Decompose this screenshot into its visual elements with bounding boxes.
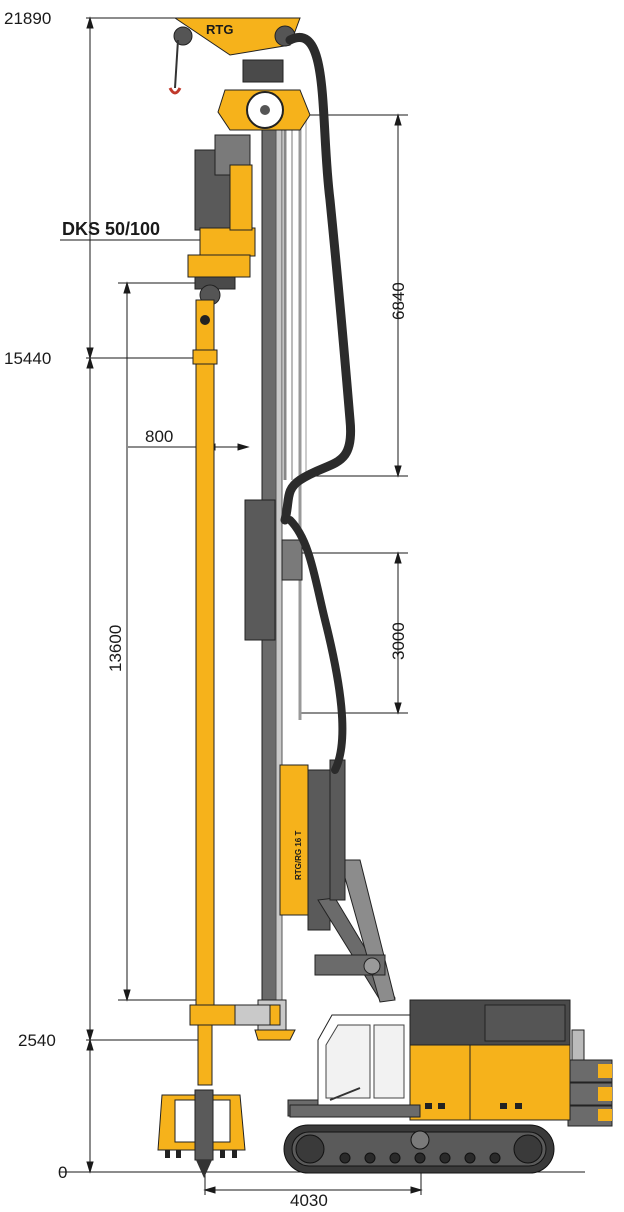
drilling-tool (157, 1089, 246, 1178)
lower-hose (286, 516, 347, 774)
height-label-upper: 15440 (4, 349, 51, 368)
rotary-drive (187, 134, 256, 306)
model-label: DKS 50/100 (62, 219, 160, 239)
tool-length-label: 13600 (106, 625, 125, 672)
mast-brand: RTG (206, 22, 233, 37)
hydraulic-hoses (280, 33, 356, 774)
height-label-ground: 0 (58, 1163, 67, 1182)
lower-stroke-label: 3000 (389, 622, 408, 660)
leader-mast: RTG/RG 16 T (244, 119, 396, 1041)
superstructure (289, 999, 613, 1127)
kelly-bar (189, 299, 281, 1086)
mast-head: RTG (168, 17, 311, 131)
height-label-top: 21890 (4, 9, 51, 28)
base-width-label: 4030 (290, 1191, 328, 1207)
upper-hose (280, 33, 356, 525)
upper-stroke-label: 6840 (389, 282, 408, 320)
leader-brand: RTG/RG 16 T (294, 831, 303, 880)
offset-label: 800 (145, 427, 173, 446)
dimension-labels: 21890 15440 2540 0 DKS 50/100 800 4030 1… (4, 9, 408, 1210)
height-label-lower: 2540 (18, 1031, 56, 1050)
